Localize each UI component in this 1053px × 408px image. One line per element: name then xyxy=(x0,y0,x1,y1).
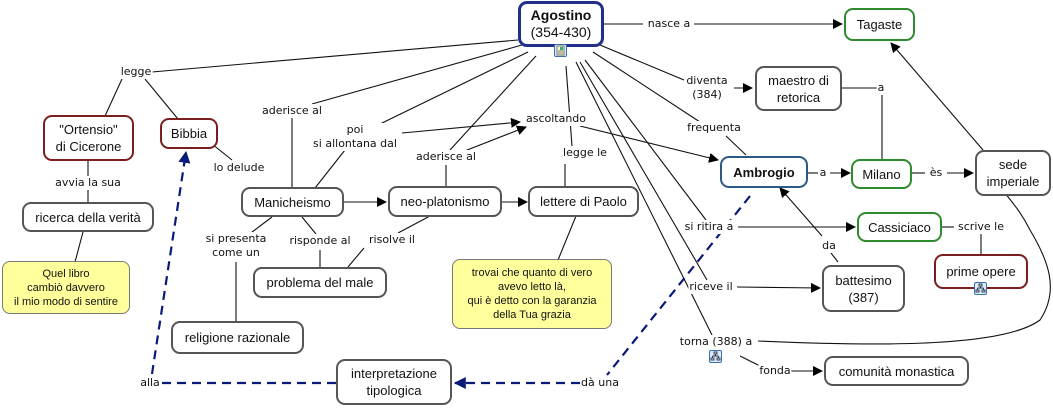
link-poi-si-allontana-dal[interactable]: poi si allontana dal xyxy=(312,123,398,151)
connector xyxy=(151,39,519,73)
connector xyxy=(449,55,537,151)
concept-ortensio[interactable]: "Ortensio" di Cicerone xyxy=(43,115,134,161)
connector xyxy=(757,192,1051,345)
connector xyxy=(739,355,763,368)
link-da[interactable]: da xyxy=(821,239,837,253)
link-legge[interactable]: legge xyxy=(119,65,153,79)
connector xyxy=(579,125,719,163)
concept-map-icon[interactable] xyxy=(974,282,987,295)
connector xyxy=(565,65,573,147)
connector xyxy=(579,61,708,281)
link-risolve-il[interactable]: risolve il xyxy=(368,233,416,247)
link-avvia-la-sua[interactable]: avvia la sua xyxy=(54,176,122,190)
connector xyxy=(104,78,123,117)
concept-agostino-dates: (354-430) xyxy=(530,24,592,40)
link-riceve-il[interactable]: riceve il xyxy=(688,280,734,294)
concept-ricerca-della-verita[interactable]: ricerca della verità xyxy=(22,202,154,232)
link-si-presenta-come-un[interactable]: si presenta come un xyxy=(204,232,268,260)
connector xyxy=(74,231,84,263)
concept-comunita-monastica[interactable]: comunità monastica xyxy=(824,356,969,386)
connector xyxy=(890,42,984,151)
concept-tagaste[interactable]: Tagaste xyxy=(844,8,915,41)
link-legge-le[interactable]: legge le xyxy=(562,146,608,160)
connector xyxy=(211,143,233,161)
note-trovai: trovai che quanto di vero avevo letto là… xyxy=(452,259,612,329)
link-risponde-al[interactable]: risponde al xyxy=(288,234,352,248)
connector xyxy=(311,44,523,105)
concept-agostino[interactable]: Agostino(354-430) xyxy=(518,1,604,47)
link-aderisce-al-neoplatonismo[interactable]: aderisce al xyxy=(415,150,477,164)
connector xyxy=(401,117,521,134)
connector xyxy=(779,187,823,237)
connector xyxy=(736,282,821,293)
concept-sede-imperiale[interactable]: sede imperiale xyxy=(975,150,1051,196)
concept-lettere-di-paolo[interactable]: lettere di Paolo xyxy=(528,186,639,217)
connector xyxy=(599,44,685,81)
concept-agostino-name: Agostino xyxy=(530,7,592,23)
concept-battesimo[interactable]: battesimo (387) xyxy=(822,265,905,312)
concept-prime-opere[interactable]: prime opere xyxy=(934,254,1028,289)
link-fonda[interactable]: fonda xyxy=(758,364,792,378)
concept-problema-del-male[interactable]: problema del male xyxy=(253,267,387,298)
link-aderisce-al-manicheismo[interactable]: aderisce al xyxy=(261,104,323,118)
connector xyxy=(725,135,747,156)
concept-ambrogio[interactable]: Ambrogio xyxy=(720,156,808,188)
connector xyxy=(251,216,273,233)
concept-milano[interactable]: Milano xyxy=(851,159,912,189)
link-a-ambrogio-milano[interactable]: a xyxy=(818,166,828,180)
link-torna[interactable]: torna (388) a xyxy=(678,335,754,349)
connector xyxy=(379,51,529,125)
link-diventa[interactable]: diventa (384) xyxy=(685,74,729,102)
link-nasce-a[interactable]: nasce a xyxy=(646,17,692,31)
concept-interpretazione-tipologica[interactable]: interpretazione tipologica xyxy=(336,359,452,405)
concept-map-icon[interactable] xyxy=(709,350,722,363)
concept-maestro-di-retorica[interactable]: maestro di retorica xyxy=(755,66,842,111)
connector xyxy=(397,215,431,234)
concept-cassiciaco[interactable]: Cassiciaco xyxy=(857,212,942,242)
dashed-connector xyxy=(150,150,191,375)
link-lo-delude[interactable]: lo delude xyxy=(212,161,266,175)
connector xyxy=(461,125,527,153)
connector xyxy=(314,149,346,189)
connector xyxy=(347,247,365,268)
link-es[interactable]: ès xyxy=(928,166,944,180)
note-quel-libro: Quel libro cambiò davvero il mio modo di… xyxy=(2,261,130,314)
connector xyxy=(301,216,317,235)
concept-neo-platonismo[interactable]: neo-platonismo xyxy=(388,186,502,217)
concept-religione-razionale[interactable]: religione razionale xyxy=(171,321,304,354)
concept-manicheismo[interactable]: Manicheismo xyxy=(241,187,344,217)
link-da-una[interactable]: dà una xyxy=(580,376,620,390)
connector xyxy=(592,51,701,123)
link-scrive-le[interactable]: scrive le xyxy=(957,220,1005,234)
connector xyxy=(144,78,179,120)
link-ascoltando[interactable]: ascoltando xyxy=(524,112,588,126)
connector xyxy=(557,215,577,261)
link-si-ritira-a[interactable]: si ritira a xyxy=(683,220,735,234)
concept-bibbia[interactable]: Bibbia xyxy=(160,118,218,149)
image-resource-icon[interactable] xyxy=(554,44,567,57)
connector xyxy=(584,59,707,221)
link-a-maestro-milano[interactable]: a xyxy=(876,81,886,95)
link-frequenta[interactable]: frequenta xyxy=(686,121,742,135)
link-alla[interactable]: alla xyxy=(139,376,161,390)
